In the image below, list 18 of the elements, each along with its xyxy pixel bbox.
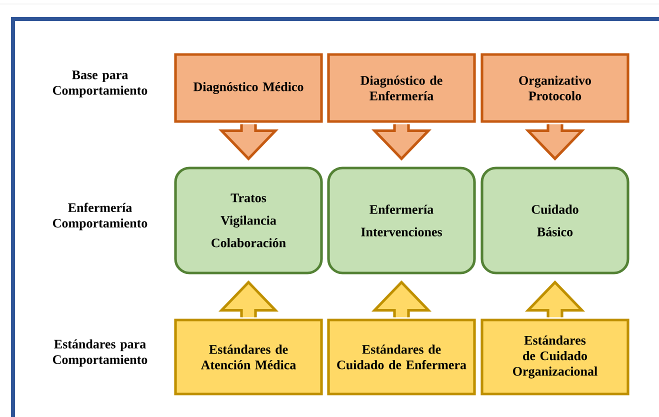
rounded-box: Enfermería Intervenciones [327, 166, 476, 274]
rounded-box: Cuidado Básico [480, 166, 630, 274]
callout-box: Diagnóstico de Enfermería [327, 53, 476, 123]
block-arrow [524, 280, 586, 318]
callout-box: Organizativo Protocolo [480, 53, 630, 123]
block-arrow [371, 123, 432, 161]
callout-box: Diagnóstico Médico [174, 53, 323, 123]
row-label: Base para Comportamiento [52, 70, 148, 98]
rounded-box: Tratos Vigilancia Colaboración [174, 166, 323, 274]
row-label: Estándares para Comportamiento [52, 339, 148, 367]
standard-box: Estándares de Cuidado de Enfermera [327, 318, 476, 396]
block-arrow [218, 123, 279, 161]
standard-box: Estándares de Atención Médica [174, 318, 323, 396]
block-arrow [218, 280, 279, 318]
block-arrow [371, 280, 432, 318]
standard-box: Estándares de Cuidado Organizacional [480, 318, 630, 396]
row-label: Enfermería Comportamiento [52, 202, 148, 230]
block-arrow [524, 123, 586, 161]
